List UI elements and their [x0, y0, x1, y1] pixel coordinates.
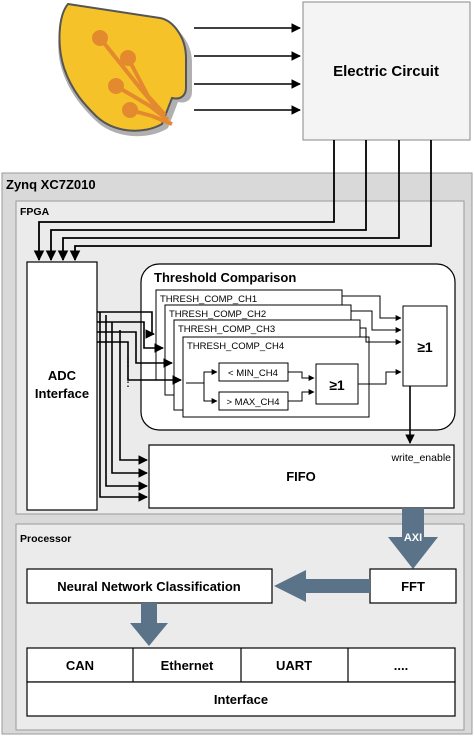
fifo-block: FIFO write_enable — [148, 444, 455, 509]
interface-can: CAN — [66, 658, 94, 673]
thresh-ch3-label: THRESH_COMP_CH3 — [178, 324, 275, 335]
interface-uart: UART — [276, 658, 312, 673]
adc-output-wires — [97, 311, 182, 502]
flexible-electrode-array-icon — [58, 2, 192, 137]
interface-label: Interface — [214, 692, 268, 707]
min-label: < MIN_CH4 — [228, 368, 278, 379]
outer-or-gate — [402, 305, 448, 387]
channel-ellipsis-2: ⋮ — [122, 375, 134, 389]
channel-ellipsis-1: ⋮ — [122, 355, 134, 369]
fft-block: FFT — [369, 568, 457, 604]
adc-interface-block: ADC Interface — [26, 261, 98, 511]
thresh-ch1-label: THRESH_COMP_CH1 — [160, 294, 257, 305]
thresh-ch4-label: THRESH_COMP_CH4 — [187, 341, 284, 352]
electric-circuit-block: Electric Circuit — [302, 1, 471, 141]
threshold-comparison-block: Threshold Comparison THRESH_COMP_CH1 THR… — [140, 263, 456, 431]
adc-label-line2: Interface — [35, 386, 89, 401]
inner-or-gate — [315, 363, 359, 405]
fft-to-nn-arrow — [274, 570, 370, 602]
nn-to-interface-arrow — [130, 603, 168, 646]
threshold-title: Threshold Comparison — [154, 270, 296, 285]
fifo-label: FIFO — [286, 469, 316, 484]
fft-label: FFT — [401, 579, 425, 594]
max-label: > MAX_CH4 — [226, 397, 279, 408]
sensor-to-circuit-arrows — [194, 23, 301, 115]
outer-or-label: ≥1 — [417, 339, 433, 355]
zynq-label: Zynq XC7Z010 — [6, 177, 96, 192]
adc-label-line1: ADC — [48, 368, 77, 383]
axi-bus-arrow: AXI — [388, 508, 438, 569]
write-enable-label: write_enable — [390, 452, 451, 464]
thresh-ch2-label: THRESH_COMP_CH2 — [169, 309, 266, 320]
interface-more: .... — [394, 658, 408, 673]
fpga-label: FPGA — [20, 206, 50, 218]
interface-block: CAN Ethernet UART .... Interface — [26, 647, 456, 717]
circuit-to-adc-lines — [33, 140, 432, 262]
processor-label: Processor — [20, 533, 71, 545]
circuit-label: Electric Circuit — [333, 63, 439, 80]
axi-label: AXI — [404, 532, 422, 544]
nn-label: Neural Network Classification — [57, 579, 241, 594]
interface-ethernet: Ethernet — [161, 658, 214, 673]
nn-classification-block: Neural Network Classification — [26, 568, 273, 604]
inner-or-label: ≥1 — [329, 377, 345, 393]
